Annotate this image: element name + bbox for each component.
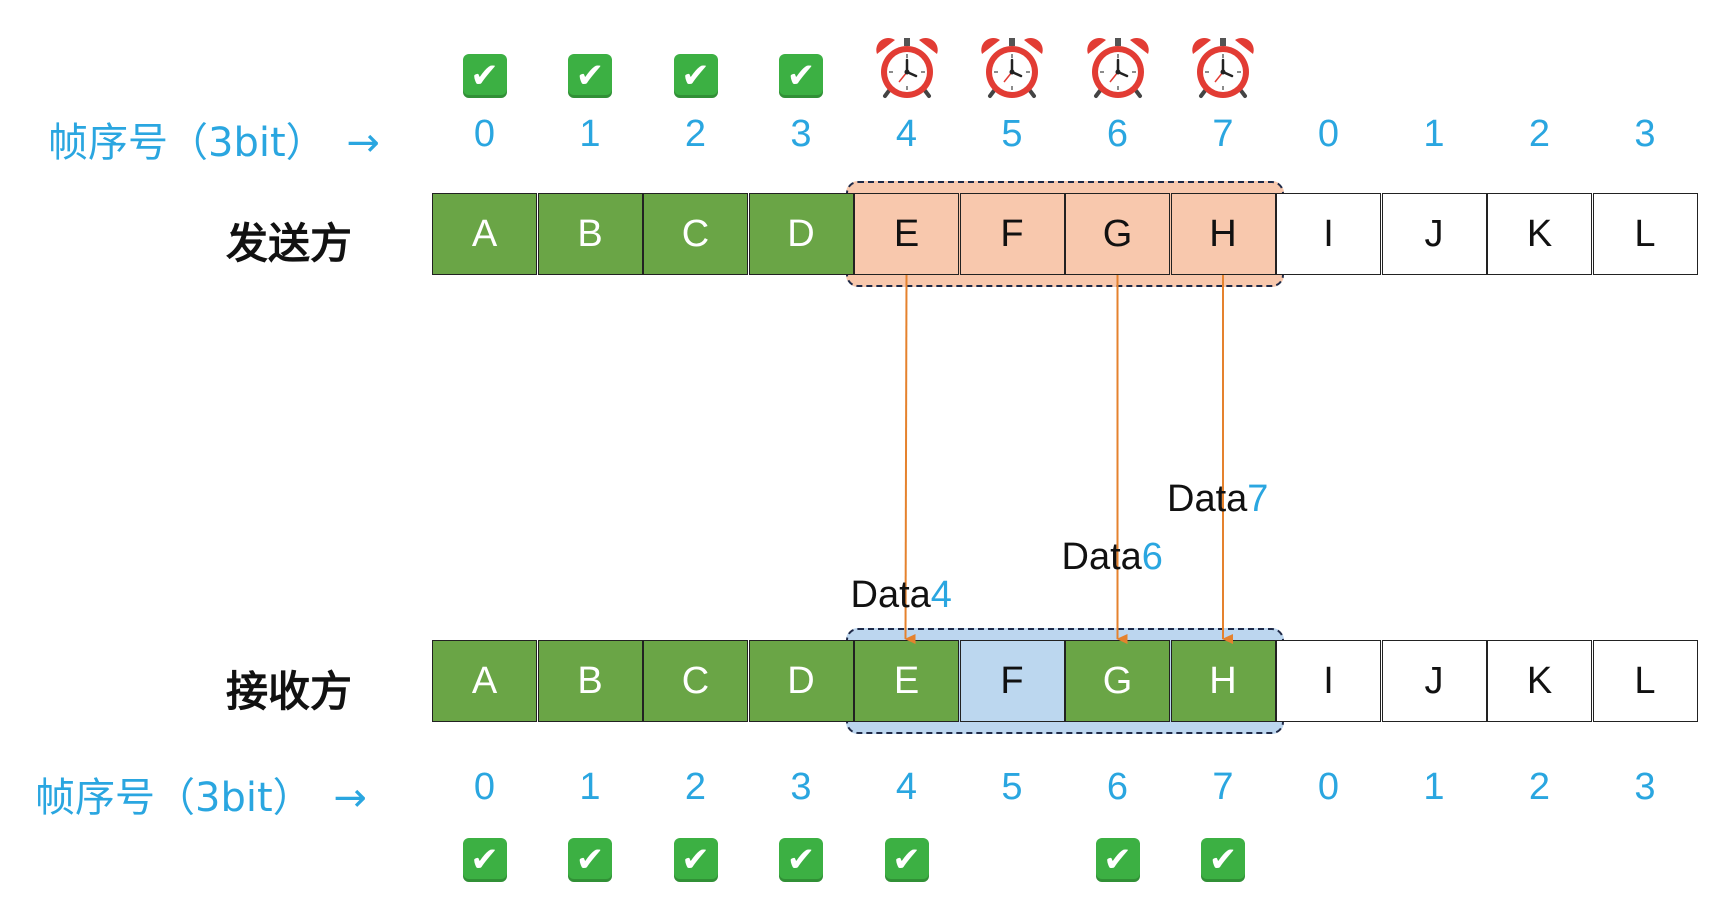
alarm-clock-icon bbox=[1086, 37, 1149, 98]
transmission-label: Data6 bbox=[1062, 536, 1163, 579]
seq-number: 0 bbox=[1317, 766, 1340, 808]
receiver-frame: K bbox=[1487, 640, 1592, 722]
checkmark-icon: ✔ bbox=[1201, 838, 1245, 882]
receiver-frame: L bbox=[1592, 640, 1698, 722]
checkmark-icon: ✔ bbox=[673, 54, 718, 98]
seq-number: 7 bbox=[1212, 766, 1234, 808]
receiver-frame: E bbox=[854, 640, 959, 722]
alarm-clock-icon bbox=[875, 37, 938, 98]
checkmark-icon: ✔ bbox=[673, 838, 718, 882]
receiver-frame: F bbox=[959, 640, 1065, 722]
receiver-frame: C bbox=[643, 640, 748, 722]
seq-number: 1 bbox=[579, 113, 601, 155]
sender-frame: J bbox=[1381, 193, 1487, 275]
seq-number: 6 bbox=[1106, 766, 1129, 808]
sender-frame: A bbox=[432, 193, 537, 275]
seq-number: 2 bbox=[684, 766, 707, 808]
right-arrow-icon: → bbox=[333, 775, 367, 821]
seq-number: 2 bbox=[1528, 766, 1551, 808]
receiver-seq-label: 帧序号（3bit） → bbox=[35, 765, 367, 823]
alarm-clock-icon bbox=[981, 37, 1043, 98]
receiver-frame: B bbox=[537, 640, 643, 722]
checkmark-icon: ✔ bbox=[568, 54, 612, 98]
transmission-label-number: 4 bbox=[930, 574, 952, 616]
sender-frame: G bbox=[1065, 193, 1170, 275]
sender-frame: B bbox=[537, 193, 643, 275]
receiver-seq-label-text: 帧序号（3bit） bbox=[35, 775, 313, 821]
seq-number: 2 bbox=[1528, 113, 1551, 155]
checkmark-icon: ✔ bbox=[462, 838, 507, 882]
sender-frame: D bbox=[748, 193, 854, 275]
receiver-frame: A bbox=[432, 640, 537, 722]
checkmark-icon: ✔ bbox=[1095, 838, 1140, 882]
transmission-arrow bbox=[904, 274, 916, 645]
seq-number: 4 bbox=[895, 766, 918, 808]
seq-number: 3 bbox=[790, 766, 812, 808]
sender-frame: H bbox=[1170, 193, 1276, 275]
sender-frame: F bbox=[959, 193, 1065, 275]
checkmark-icon: ✔ bbox=[779, 54, 823, 98]
transmission-label-prefix: Data bbox=[850, 574, 931, 616]
sender-frame: L bbox=[1592, 193, 1698, 275]
seq-number: 3 bbox=[790, 113, 812, 155]
seq-number: 6 bbox=[1106, 113, 1129, 155]
checkmark-icon: ✔ bbox=[462, 54, 507, 98]
seq-number: 7 bbox=[1212, 113, 1234, 155]
seq-number: 5 bbox=[1001, 766, 1023, 808]
seq-number: 3 bbox=[1634, 766, 1656, 808]
sender-frame: K bbox=[1487, 193, 1592, 275]
receiver-label: 接收方 bbox=[226, 667, 353, 716]
receiver-frame: I bbox=[1276, 640, 1381, 722]
sender-frame: E bbox=[854, 193, 959, 275]
transmission-label-prefix: Data bbox=[1061, 536, 1142, 578]
seq-number: 1 bbox=[579, 766, 601, 808]
right-arrow-icon: → bbox=[346, 120, 380, 166]
seq-number: 5 bbox=[1001, 113, 1023, 155]
transmission-label-number: 6 bbox=[1141, 536, 1163, 578]
seq-number: 2 bbox=[684, 113, 707, 155]
seq-number: 3 bbox=[1634, 113, 1656, 155]
sender-seq-label-text: 帧序号（3bit） bbox=[48, 120, 326, 166]
sender-frame: I bbox=[1276, 193, 1381, 275]
receiver-frame: J bbox=[1381, 640, 1487, 722]
seq-number: 1 bbox=[1423, 766, 1445, 808]
seq-number: 0 bbox=[1317, 113, 1340, 155]
transmission-label-number: 7 bbox=[1247, 478, 1269, 520]
receiver-frame: D bbox=[748, 640, 854, 722]
transmission-label: Data4 bbox=[851, 574, 952, 617]
seq-number: 4 bbox=[895, 113, 918, 155]
sender-frame: C bbox=[643, 193, 748, 275]
alarm-clock-icon bbox=[1192, 37, 1254, 98]
checkmark-icon: ✔ bbox=[884, 838, 929, 882]
seq-number: 0 bbox=[473, 113, 496, 155]
seq-number: 1 bbox=[1423, 113, 1445, 155]
transmission-label-prefix: Data bbox=[1167, 478, 1248, 520]
checkmark-icon: ✔ bbox=[568, 838, 612, 882]
checkmark-icon: ✔ bbox=[779, 838, 823, 882]
transmission-label: Data7 bbox=[1167, 478, 1268, 521]
seq-number: 0 bbox=[473, 766, 496, 808]
sender-label: 发送方 bbox=[226, 219, 353, 268]
sender-seq-label: 帧序号（3bit） → bbox=[48, 110, 380, 168]
